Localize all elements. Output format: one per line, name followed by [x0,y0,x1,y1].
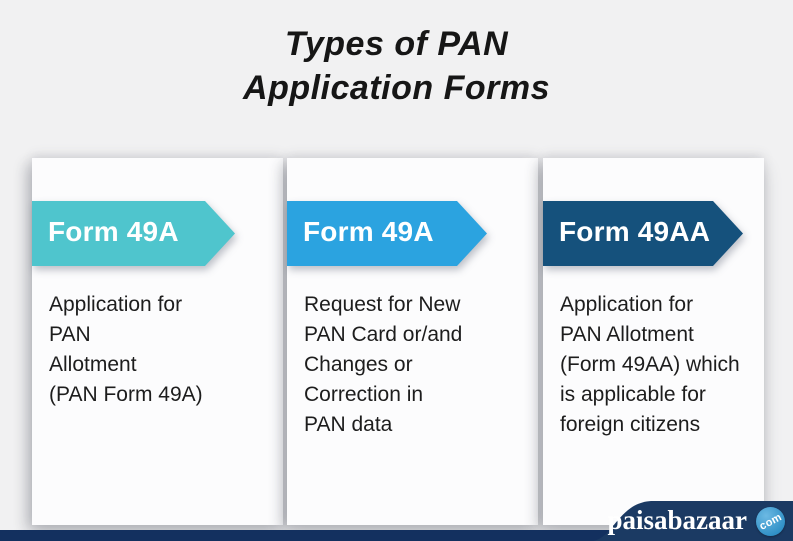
com-badge: com [756,507,785,536]
card-description: Request for New PAN Card or/and Changes … [304,293,463,436]
banner-label: Form 49A [48,216,179,247]
paisabazaar-logo: paisabazaar com [593,494,793,541]
arrow-banner: Form 49A [32,201,235,266]
arrow-banner-shape: Form 49A [287,201,487,266]
bottom-bar [0,530,793,541]
card-form-49a-allotment: Form 49A Application for PAN Allotment (… [32,158,283,525]
card-form-49a-changes: Form 49A Request for New PAN Card or/and… [287,158,538,525]
page-title: Types of PAN Application Forms [243,25,550,107]
banner-label: Form 49AA [559,216,711,247]
arrow-banner-shape: Form 49A [32,201,235,266]
card-description: Application for PAN Allotment (Form 49AA… [560,293,740,436]
card-form-49aa: Form 49AA Application for PAN Allotment … [543,158,764,525]
arrow-banner: Form 49AA [543,201,743,266]
arrow-banner: Form 49A [287,201,487,266]
arrow-banner-shape: Form 49AA [543,201,743,266]
logo-swoosh-shape [593,501,793,541]
com-badge-label: com [757,510,784,533]
card-description: Application for PAN Allotment (PAN Form … [49,293,203,406]
banner-label: Form 49A [303,216,434,247]
brand-name: paisabazaar [607,505,747,535]
